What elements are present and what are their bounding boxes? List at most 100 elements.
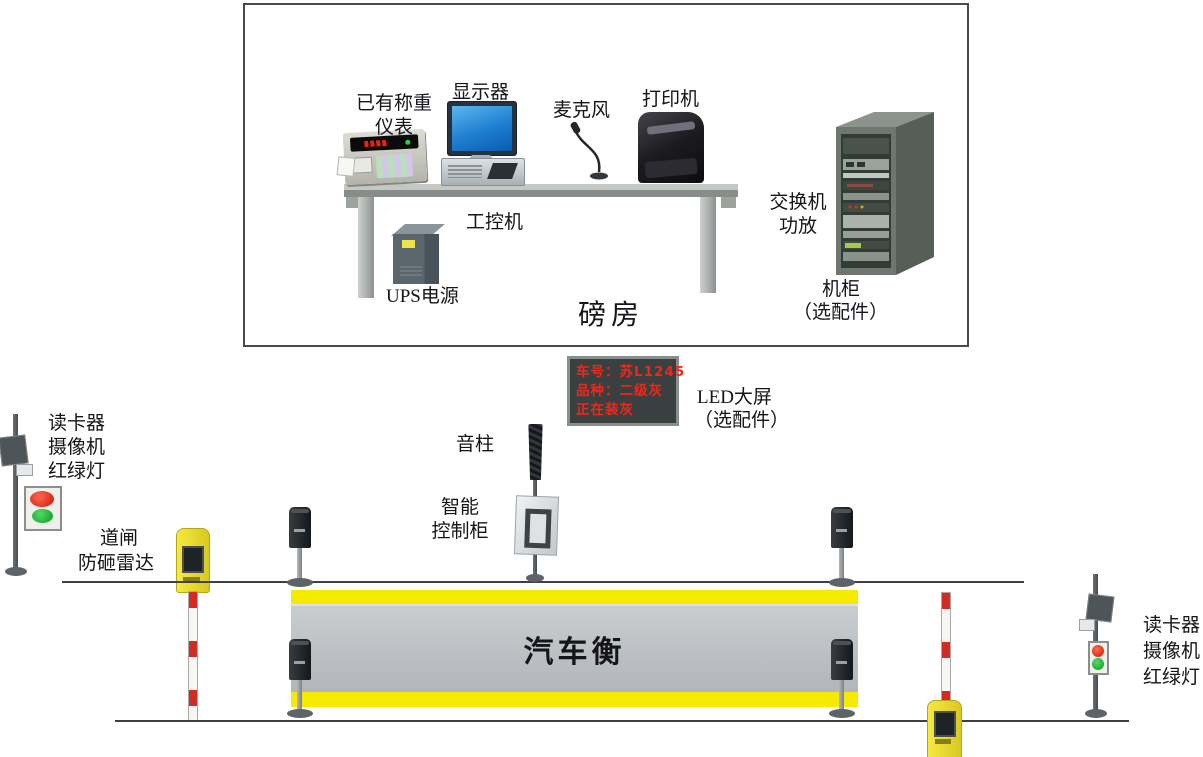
sensor-post-top-left <box>289 507 311 548</box>
sensor-post-top-left-base <box>287 578 313 587</box>
upper-road-line <box>62 581 1024 583</box>
left-station-pole <box>13 414 18 572</box>
left-camera-label: 摄像机 <box>48 436 106 458</box>
desk-leg-left <box>358 197 374 298</box>
left-station-labels: 读卡器 摄像机 红绿灯 <box>48 412 105 483</box>
right-red-light <box>1092 645 1104 657</box>
pc-case <box>441 158 525 186</box>
right-camera-label: 摄像机 <box>1143 641 1201 662</box>
indicator-label-line1: 已有称重 <box>355 93 432 114</box>
right-barrier-arm <box>941 592 951 702</box>
rack-side-label: 交换机 功放 <box>760 191 836 239</box>
left-barrier-screen <box>182 546 204 573</box>
left-green-light <box>32 509 53 523</box>
left-traffic-light <box>24 486 62 531</box>
desk-top <box>344 184 738 190</box>
led-line-material: 品种：二级灰 <box>576 383 663 399</box>
server-rack <box>836 112 934 275</box>
led-display-board: 车号：苏L1245 品种：二级灰 正在装灰 <box>567 356 686 426</box>
weigh-room-label: 磅房 <box>578 300 645 331</box>
indicator-keypad <box>375 153 414 179</box>
speaker-column <box>528 424 543 480</box>
led-board-optional-note: （选配件） <box>694 410 790 431</box>
speaker-column-label: 音柱 <box>456 434 495 455</box>
right-camera-icon <box>1079 619 1095 631</box>
sensor-post-bottom-right <box>831 639 853 680</box>
indicator-label: 已有称重 仪表 <box>346 92 442 140</box>
desk-leg-right <box>700 197 716 293</box>
right-barrier-slot <box>935 739 951 744</box>
led-board-label: LED大屏 <box>697 387 772 408</box>
sensor-post-top-right <box>831 507 853 548</box>
scale-bottom-stripe <box>291 692 858 707</box>
scale-top-stripe <box>291 590 858 606</box>
scale-platform: 汽车衡 <box>291 606 858 692</box>
lower-road-line <box>115 720 1129 722</box>
left-reader-screen <box>0 434 29 467</box>
indicator-label-line2: 仪表 <box>374 116 413 138</box>
barrier-gate-label: 道闸 <box>100 528 139 549</box>
switch-label: 交换机 <box>769 192 827 213</box>
left-barrier-slot <box>183 577 200 582</box>
monitor <box>447 101 517 156</box>
monitor-screen <box>452 106 512 151</box>
microphone-label: 麦克风 <box>553 100 611 121</box>
weigh-room-box <box>243 3 969 347</box>
indicator-status-dot <box>405 139 411 145</box>
ups-top-face <box>391 224 445 236</box>
sensor-post-bottom-left <box>289 639 311 680</box>
control-cabinet-label-line2: 控制柜 <box>431 520 489 542</box>
control-cabinet-label: 智能 控制柜 <box>428 496 492 544</box>
right-barrier-screen <box>934 711 956 737</box>
sensor-post-bottom-left-pole <box>297 680 302 711</box>
ups-vents <box>400 266 422 278</box>
industrial-pc-label: 工控机 <box>466 212 524 233</box>
microphone-icon <box>570 121 608 180</box>
rack-label: 机柜 <box>822 279 861 300</box>
indicator-led-digits <box>364 139 389 148</box>
printer-label: 打印机 <box>642 89 700 110</box>
right-barrier-machine <box>927 700 962 757</box>
indicator-paper <box>336 156 356 177</box>
ups-unit <box>393 234 439 284</box>
left-traffic-light-label: 红绿灯 <box>48 460 106 482</box>
printer <box>638 112 704 183</box>
right-traffic-light-label: 红绿灯 <box>1143 667 1201 688</box>
sensor-post-bottom-left-base <box>287 709 313 718</box>
pc-drive-slot <box>487 163 518 179</box>
left-barrier-arm <box>188 591 198 722</box>
left-camera-icon <box>16 464 33 476</box>
amplifier-label: 功放 <box>778 215 817 237</box>
left-red-light <box>30 491 54 507</box>
sensor-post-bottom-right-base <box>829 709 855 718</box>
left-barrier-machine <box>176 528 210 593</box>
smart-control-cabinet <box>513 495 560 556</box>
sensor-post-bottom-right-pole <box>839 680 844 711</box>
desk-bracket-left <box>346 197 361 208</box>
sensor-post-top-left-pole <box>297 548 302 581</box>
left-station-pole-base <box>5 567 27 576</box>
desk-front-edge <box>344 190 738 197</box>
desk-bracket-right <box>721 197 736 208</box>
right-card-reader-label: 读卡器 <box>1143 615 1201 636</box>
led-line-status: 正在装灰 <box>576 402 634 418</box>
rack-optional-note: （选配件） <box>793 302 889 323</box>
control-cabinet-frame <box>524 508 552 549</box>
anti-smash-radar-label: 防砸雷达 <box>78 553 155 574</box>
led-line-plate: 车号：苏L1245 <box>576 364 686 380</box>
ups-label: UPS电源 <box>386 286 459 307</box>
right-traffic-light <box>1088 641 1109 675</box>
control-cabinet-label-line1: 智能 <box>440 497 479 518</box>
truck-scale-label: 汽车衡 <box>523 636 626 669</box>
sensor-post-top-right-base <box>829 578 855 587</box>
right-station-pole-base <box>1085 709 1107 718</box>
ups-brand-tag <box>402 240 415 248</box>
monitor-label: 显示器 <box>452 82 510 103</box>
sensor-post-top-right-pole <box>839 548 844 581</box>
center-pole-base <box>526 574 544 582</box>
right-station-labels: 读卡器 摄像机 红绿灯 <box>1143 613 1200 691</box>
right-green-light <box>1092 658 1104 670</box>
truck-scale: 汽车衡 <box>291 590 858 717</box>
left-card-reader-label: 读卡器 <box>48 413 106 434</box>
